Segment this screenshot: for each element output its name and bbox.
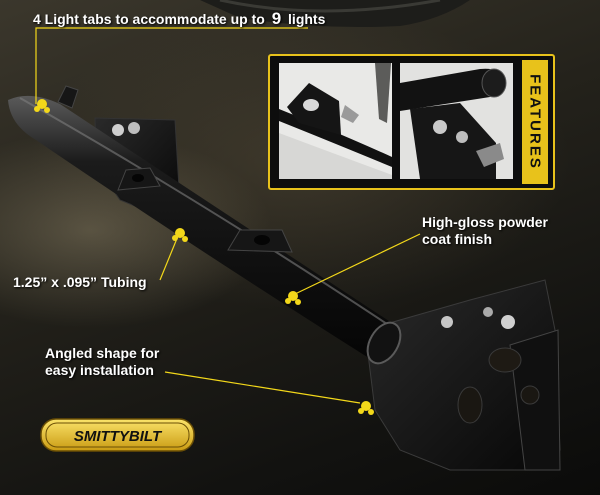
features-tab: FEATURES: [522, 60, 548, 184]
callout-dot-icon: [285, 291, 301, 305]
callout-tubing: 1.25” x .095” Tubing: [13, 274, 147, 290]
bolt: [483, 307, 493, 317]
callout-finish: High-gloss powder coat finish: [422, 214, 548, 248]
features-label: FEATURES: [526, 74, 544, 170]
feature-photo-bracket: [400, 63, 513, 179]
callout-angled-shape: Angled shape for easy installation: [45, 345, 159, 379]
bolt: [501, 315, 515, 329]
callout-light-tabs-prefix: 4 Light tabs to accommodate up to: [33, 11, 265, 27]
callout-light-tabs: 4 Light tabs to accommodate up to 9 ligh…: [33, 10, 325, 28]
callout-finish-line2: coat finish: [422, 231, 493, 247]
features-inset: FEATURES: [268, 54, 555, 190]
callout-angled-line2: easy installation: [45, 362, 154, 378]
callout-dot-icon: [172, 228, 188, 242]
bolt: [441, 316, 453, 328]
callout-finish-line1: High-gloss powder: [422, 214, 548, 230]
smittybilt-logo: SMITTYBILT: [40, 418, 195, 452]
brand-text: SMITTYBILT: [74, 428, 163, 445]
callout-light-tabs-suffix: lights: [288, 11, 326, 27]
bolt: [128, 122, 140, 134]
callout-light-tabs-number: 9: [271, 9, 282, 28]
callout-dot-icon: [34, 99, 50, 113]
bolt: [112, 124, 124, 136]
callout-angled-line1: Angled shape for: [45, 345, 160, 361]
feature-photo-light-tab: [279, 63, 392, 179]
callout-dot-icon: [358, 401, 374, 415]
